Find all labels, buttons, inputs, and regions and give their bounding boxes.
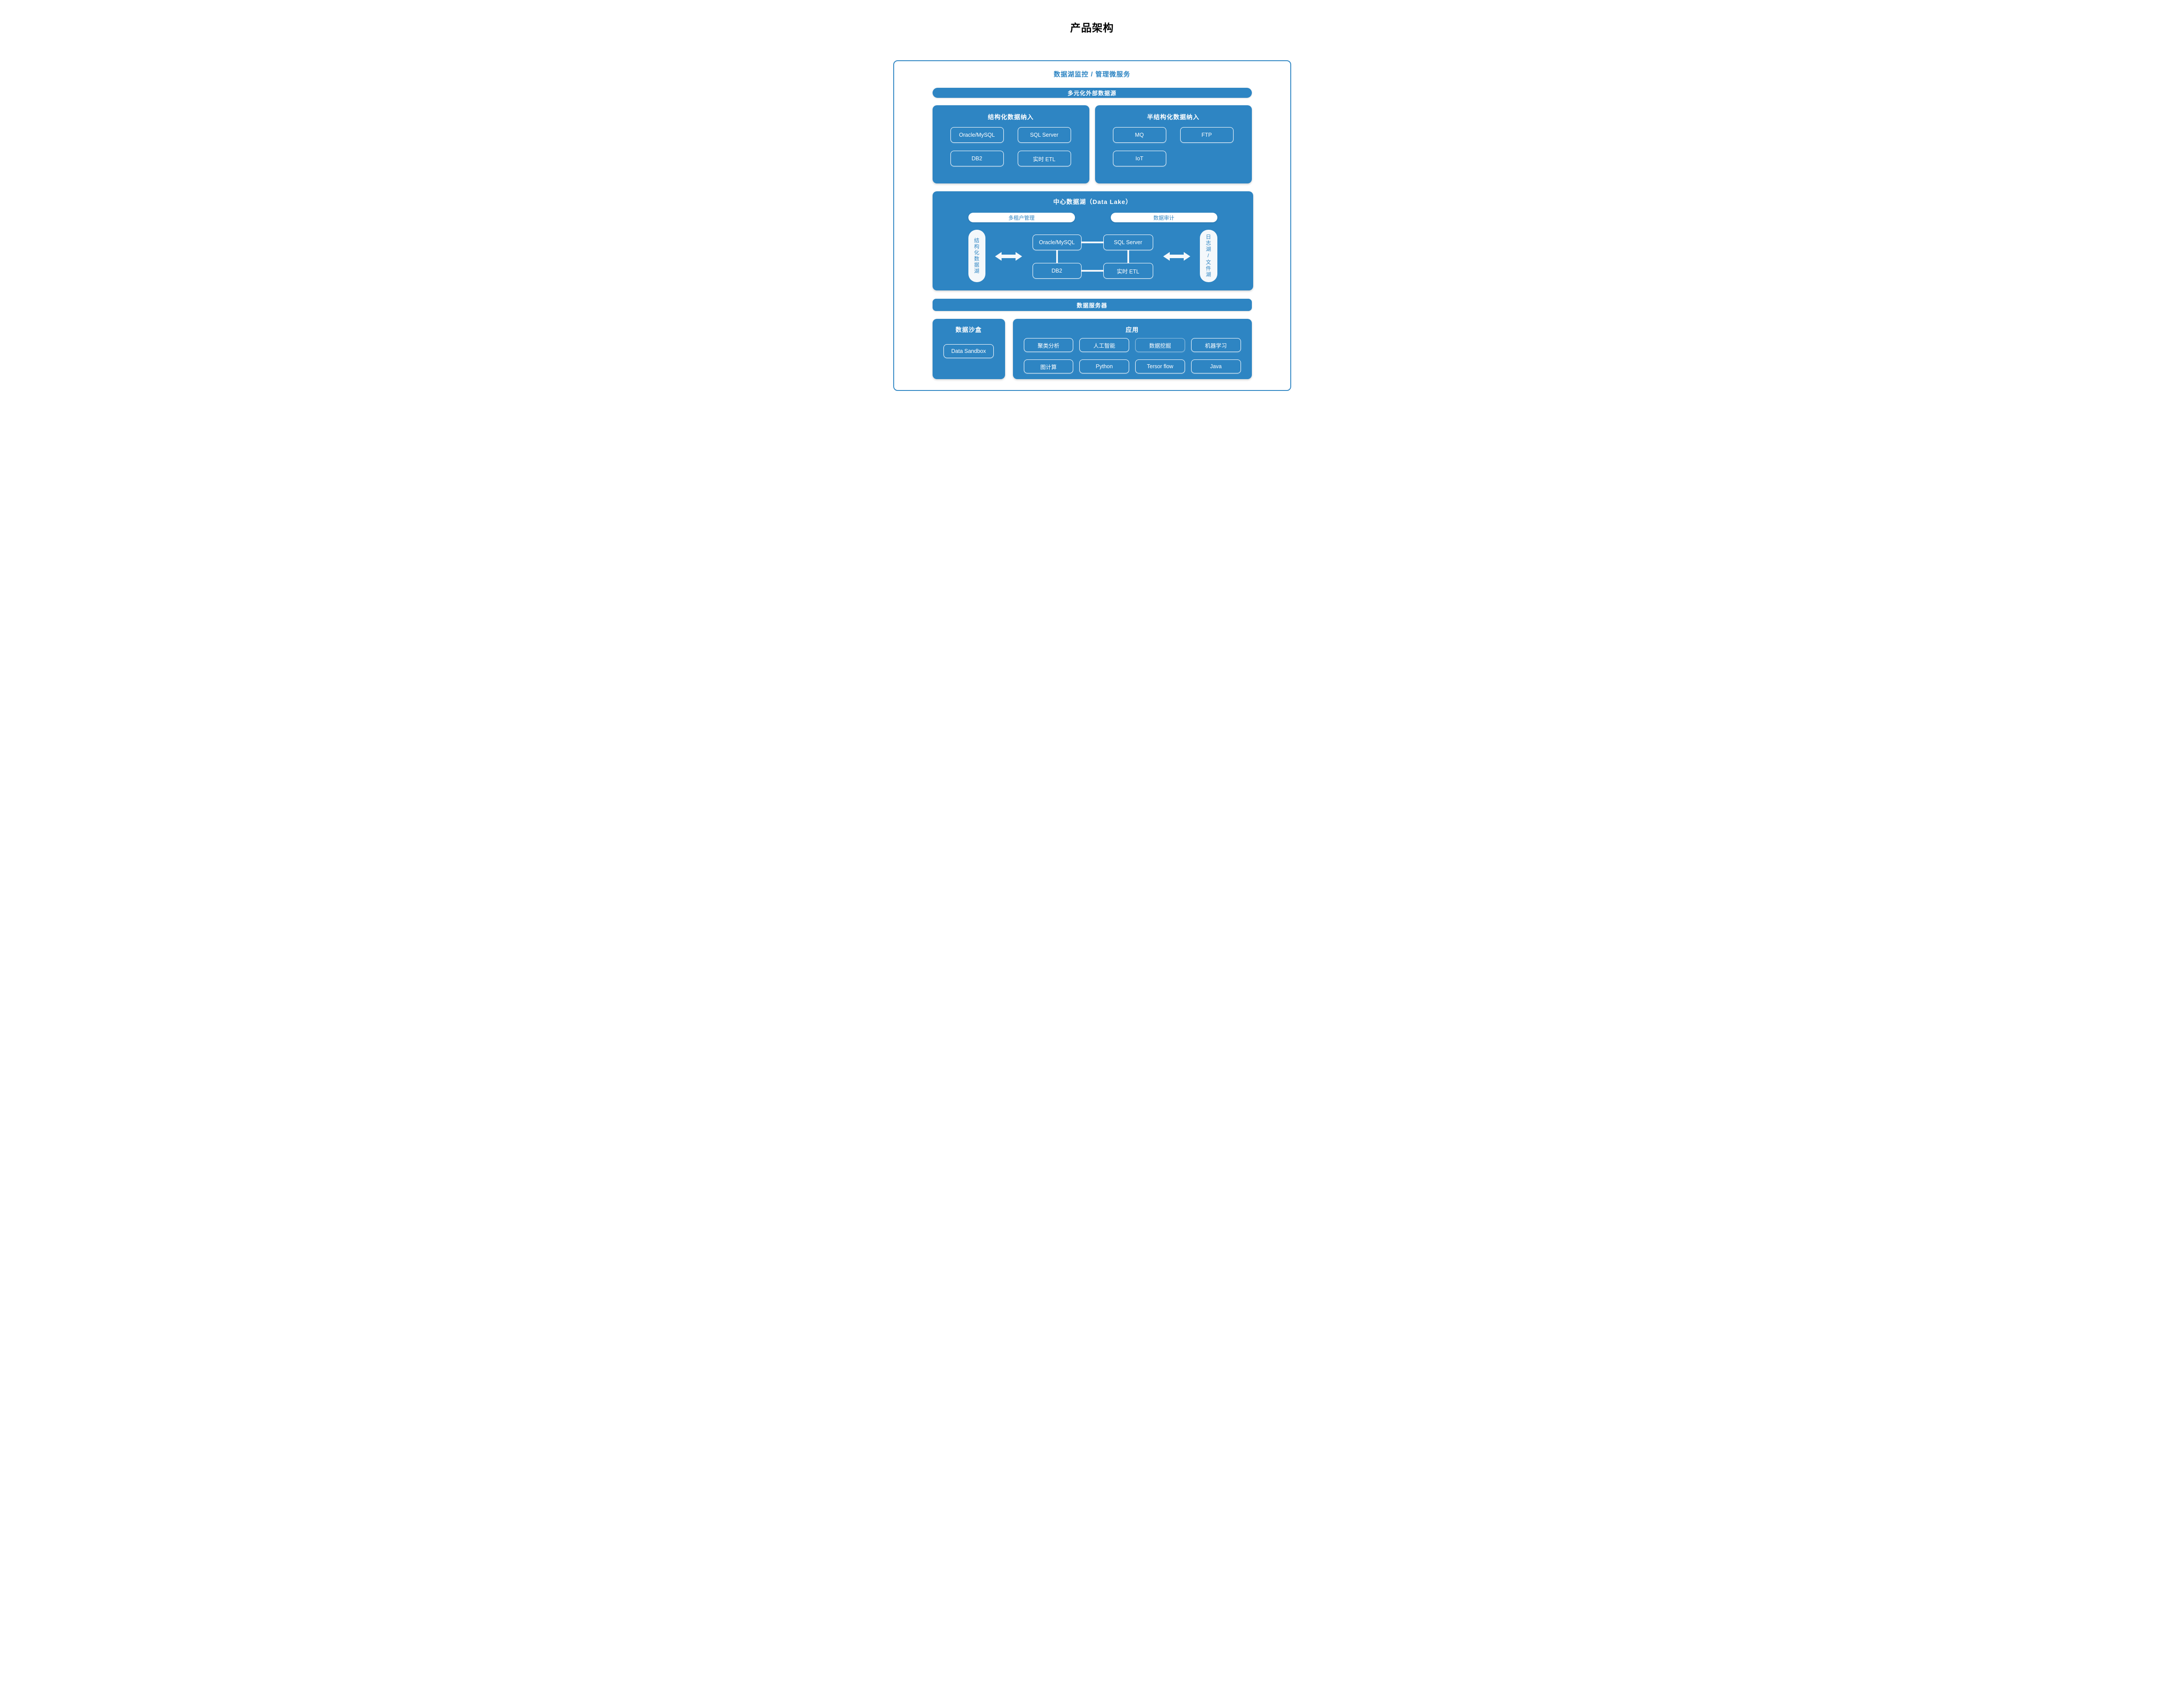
semi-structured-row-2: IoT: [1113, 151, 1234, 166]
structured-ingest-box: 结构化数据纳入 Oracle/MySQL SQL Server DB2 实时 E…: [932, 105, 1089, 183]
structured-ingest-title: 结构化数据纳入: [988, 114, 1034, 121]
node-oracle-mysql[interactable]: Oracle/MySQL: [950, 127, 1004, 143]
app-title: 应用: [1126, 326, 1139, 333]
microservice-header: 数据湖监控 / 管理微服务: [1054, 71, 1130, 78]
semi-structured-ingest-title: 半结构化数据纳入: [1147, 114, 1199, 121]
app-button-python[interactable]: Python: [1079, 359, 1129, 373]
structured-ingest-row-2: DB2 实时 ETL: [950, 151, 1071, 166]
connector-line: [1056, 250, 1058, 263]
app-button-tersor-flow[interactable]: Tersor flow: [1135, 359, 1185, 373]
lake-node-db2[interactable]: DB2: [1032, 263, 1082, 279]
semi-structured-row-1: MQ FTP: [1113, 127, 1234, 143]
node-db2[interactable]: DB2: [950, 151, 1004, 166]
node-realtime-etl[interactable]: 实时 ETL: [1017, 151, 1071, 166]
ingest-row: 结构化数据纳入 Oracle/MySQL SQL Server DB2 实时 E…: [932, 105, 1252, 183]
app-button-graph-computing[interactable]: 图计算: [1023, 359, 1074, 373]
tenant-management-pill[interactable]: 多租户管理: [968, 213, 1075, 222]
app-row-1: 聚类分析 人工智能 数据挖掘 机器学习: [1023, 338, 1241, 352]
structured-ingest-grid: Oracle/MySQL SQL Server DB2 实时 ETL: [950, 127, 1071, 166]
app-box: 应用 聚类分析 人工智能 数据挖掘 机器学习 图计算 Python Tersor…: [1013, 319, 1252, 379]
data-server-bar: 数据服务器: [932, 299, 1252, 311]
connector-line: [1127, 250, 1129, 263]
connector-line: [1081, 270, 1103, 272]
semi-structured-ingest-grid: MQ FTP IoT: [1113, 127, 1234, 166]
log-file-lake-pill: 日志湖/文件湖: [1199, 230, 1217, 282]
semi-structured-ingest-box: 半结构化数据纳入 MQ FTP IoT: [1095, 105, 1252, 183]
structured-lake-pill: 结构化数据湖: [968, 230, 985, 282]
node-sql-server[interactable]: SQL Server: [1017, 127, 1071, 143]
lake-node-realtime-etl[interactable]: 实时 ETL: [1103, 263, 1153, 279]
lake-node-sql-server[interactable]: SQL Server: [1103, 235, 1153, 250]
page-title: 产品架构: [1070, 22, 1114, 34]
structured-ingest-row-1: Oracle/MySQL SQL Server: [950, 127, 1071, 143]
sandbox-box: 数据沙盒 Data Sandbox: [932, 319, 1005, 379]
node-ftp[interactable]: FTP: [1180, 127, 1234, 143]
node-mq[interactable]: MQ: [1113, 127, 1166, 143]
double-arrow-icon: [995, 252, 1022, 261]
bottom-row: 数据沙盒 Data Sandbox 应用 聚类分析 人工智能 数据挖掘 机器学习…: [932, 319, 1252, 379]
app-row-2: 图计算 Python Tersor flow Java: [1023, 359, 1241, 373]
architecture-container: 数据湖监控 / 管理微服务 多元化外部数据源 结构化数据纳入 Oracle/My…: [893, 60, 1291, 391]
lake-node-oracle-mysql[interactable]: Oracle/MySQL: [1032, 235, 1082, 250]
double-arrow-icon: [1163, 252, 1190, 261]
sandbox-title: 数据沙盒: [955, 326, 982, 333]
data-audit-pill[interactable]: 数据审计: [1110, 213, 1217, 222]
data-lake-box: 中心数据湖（Data Lake） 多租户管理 数据审计 结构化数据湖 日志湖/文…: [932, 191, 1253, 290]
data-sandbox-button[interactable]: Data Sandbox: [943, 344, 994, 358]
app-grid: 聚类分析 人工智能 数据挖掘 机器学习 图计算 Python Tersor fl…: [1023, 338, 1241, 373]
app-button-java[interactable]: Java: [1191, 359, 1241, 373]
page: 产品架构 数据湖监控 / 管理微服务 多元化外部数据源 结构化数据纳入 Orac…: [754, 0, 1430, 417]
node-iot[interactable]: IoT: [1113, 151, 1166, 166]
app-button-cluster-analysis[interactable]: 聚类分析: [1023, 338, 1074, 352]
app-button-machine-learning[interactable]: 机器学习: [1191, 338, 1241, 352]
connector-line: [1081, 242, 1103, 243]
app-button-data-mining[interactable]: 数据挖掘: [1135, 338, 1185, 352]
data-lake-title: 中心数据湖（Data Lake）: [1053, 198, 1132, 205]
external-source-bar: 多元化外部数据源: [932, 88, 1252, 98]
app-button-ai[interactable]: 人工智能: [1079, 338, 1129, 352]
